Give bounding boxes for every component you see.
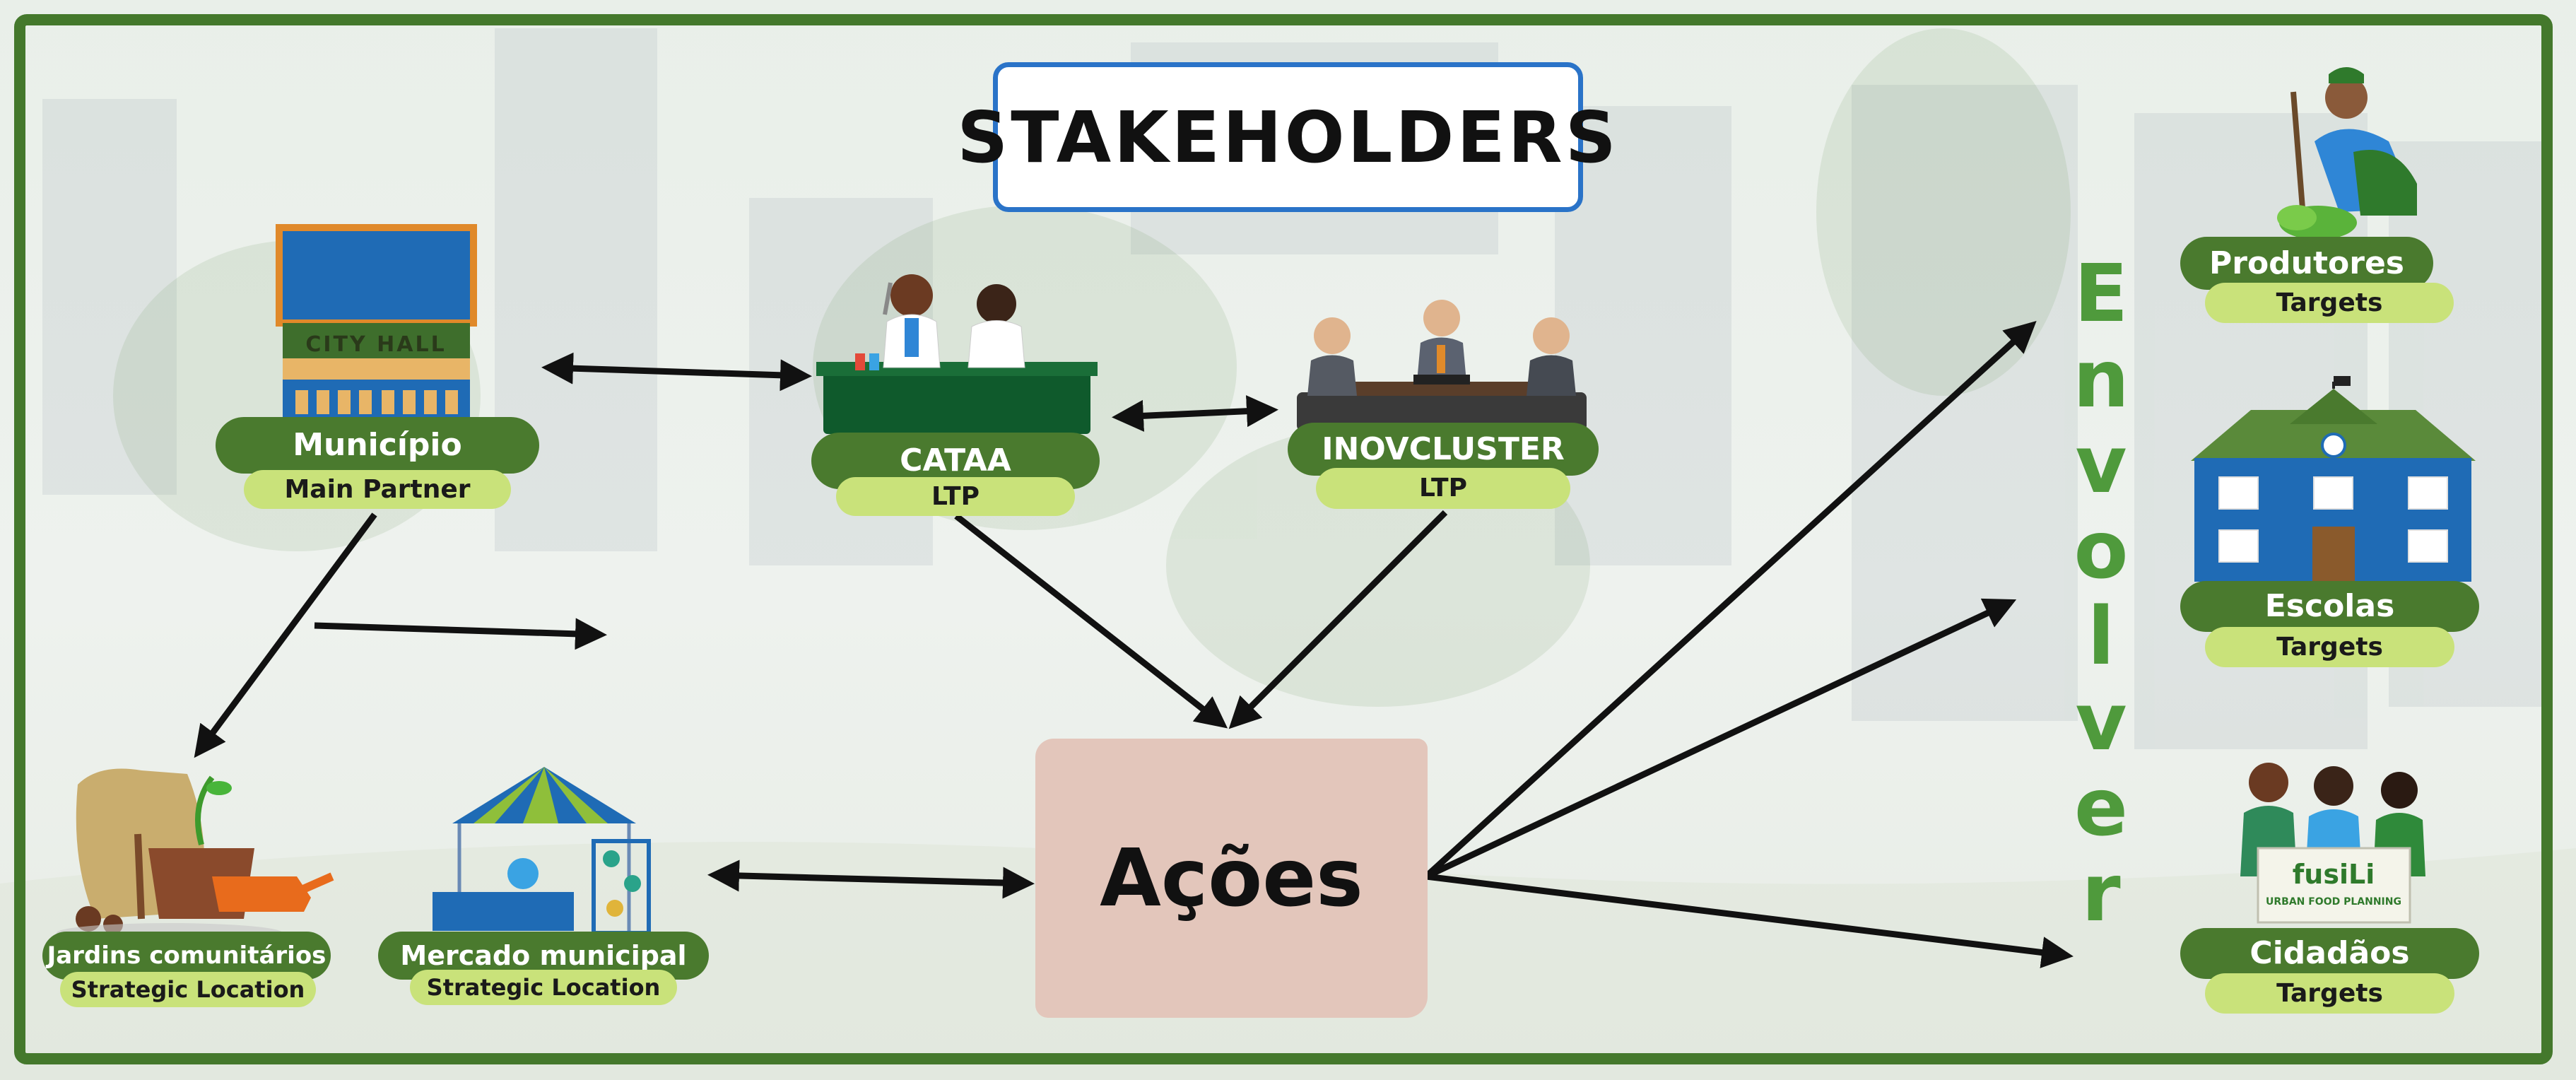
node-cataa-role: LTP: [836, 477, 1075, 516]
city-hall-sign: CITY HALL: [305, 332, 446, 357]
scientists-icon: [816, 274, 1098, 434]
arrow-municipio-cataa: [541, 352, 812, 392]
fusili-subtitle: URBAN FOOD PLANNING: [2266, 896, 2401, 908]
envolver-letter: n: [2073, 334, 2129, 426]
envolver-letter: v: [2075, 676, 2127, 768]
envolver-letter: o: [2074, 505, 2129, 597]
node-municipio-name: Município: [216, 417, 539, 474]
node-produtores-role: Targets: [2205, 283, 2454, 323]
arrow-acoes-produtores: [1423, 320, 2037, 879]
arrow-cataa-inovcluster: [1112, 395, 1278, 432]
arrow-municipio-jardins: [194, 512, 377, 758]
diagram-frame: [14, 14, 2553, 1064]
envolver-letter: l: [2087, 590, 2115, 683]
acoes-box: Ações: [1035, 739, 1428, 1018]
node-inovcluster-name: INOVCLUSTER: [1288, 423, 1599, 476]
node-municipio-role: Main Partner: [244, 470, 511, 509]
arrow-municipio-mercado: [314, 618, 607, 650]
node-mercado-role: Strategic Location: [410, 970, 677, 1005]
arrow-inovcluster-acoes: [1228, 510, 1448, 729]
arrow-acoes-cidadaos: [1425, 873, 2074, 968]
page-title: STAKEHOLDERS: [957, 95, 1619, 179]
arrow-mercado-acoes: [707, 859, 1035, 899]
envolver-letter: r: [2081, 847, 2121, 939]
envolver-letter: E: [2074, 248, 2129, 340]
business-meeting-icon: [1297, 300, 1587, 431]
node-produtores-name: Produtores: [2180, 237, 2433, 290]
node-escolas-name: Escolas: [2180, 581, 2479, 632]
acoes-label: Ações: [1100, 832, 1363, 925]
node-jardins-role: Strategic Location: [60, 972, 316, 1007]
arrow-cataa-acoes: [954, 513, 1228, 729]
node-cidadaos-role: Targets: [2205, 973, 2454, 1014]
node-escolas-role: Targets: [2205, 627, 2454, 667]
title-box: STAKEHOLDERS: [957, 62, 1616, 212]
citizens-icon: fusiLi URBAN FOOD PLANNING: [2240, 763, 2425, 924]
school-icon: [2191, 376, 2476, 582]
city-hall-icon: CITY HALL: [276, 224, 477, 423]
farmer-icon: [2277, 67, 2417, 240]
node-jardins-name: Jardins comunitários: [42, 932, 331, 980]
node-cidadaos-name: Cidadãos: [2180, 928, 2479, 979]
fusili-logo-text: fusiLi: [2293, 859, 2375, 890]
envolver-letter: v: [2075, 419, 2127, 512]
envolver-letter: e: [2074, 761, 2128, 854]
arrow-acoes-escolas: [1425, 598, 2017, 880]
node-inovcluster-role: LTP: [1316, 468, 1570, 509]
